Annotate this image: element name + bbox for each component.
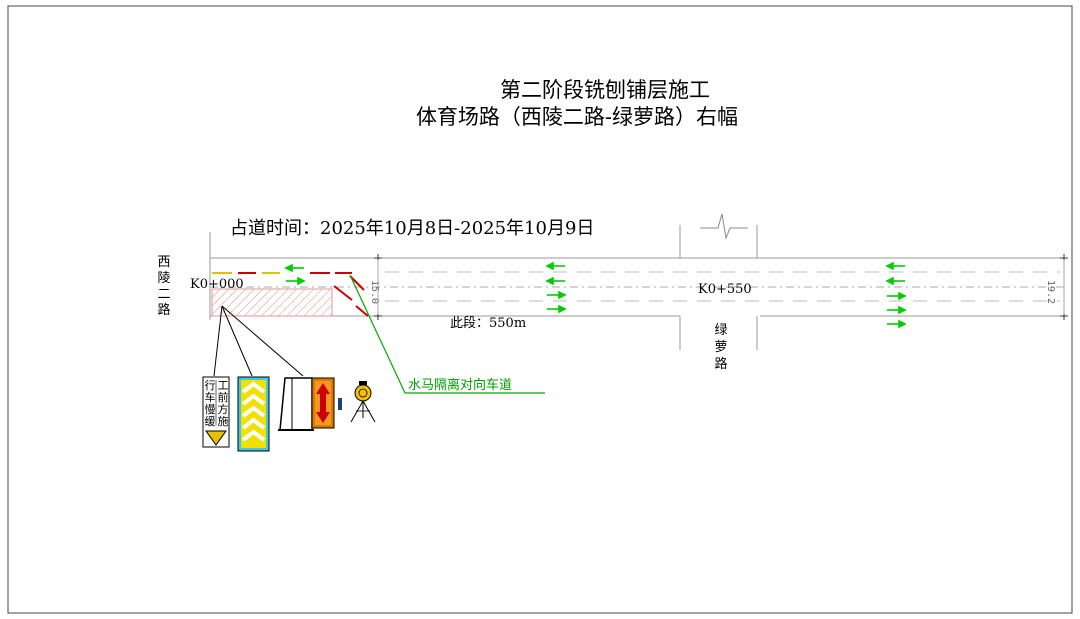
arrow-left-2 [545, 261, 565, 271]
arrow-left-4 [885, 261, 905, 271]
cross-marks [374, 254, 1068, 320]
arrow-right-6 [887, 319, 907, 329]
sign-char-r4: 施 [218, 415, 229, 428]
left-road-char-2: 陵 [157, 271, 170, 286]
arrow-board-trailer [278, 377, 335, 431]
left-road-char-3: 二 [157, 287, 170, 302]
sign-char-l1: 行 [205, 379, 216, 392]
left-road-char-4: 路 [157, 302, 170, 318]
break-symbol [700, 213, 748, 240]
sign-leaders [213, 305, 304, 377]
sign-char-l3: 慢 [205, 403, 216, 416]
arrow-right-4 [887, 291, 907, 301]
right-road-char-3: 路 [714, 356, 727, 372]
arrow-left-3 [545, 276, 565, 286]
sign-char-l4: 缓 [205, 415, 216, 428]
arrow-left-1 [284, 263, 304, 273]
right-road-char-2: 萝 [714, 340, 727, 355]
sign-char-r3: 方 [218, 402, 229, 416]
double-arrow-icon [316, 383, 330, 423]
left-road-char-1: 西 [157, 255, 170, 270]
segment-length-label: 此段：550m [450, 316, 526, 331]
right-road-char-1: 绿 [714, 323, 727, 338]
arrow-right-5 [887, 305, 907, 315]
arrow-right-3 [547, 304, 567, 314]
arrow-left-5 [885, 276, 905, 286]
construction-warning-sign: 行 车 慢 缓 工 前 方 施 [202, 376, 230, 448]
sign-char-r2: 前 [218, 390, 229, 404]
work-zone-hatch [211, 288, 333, 317]
km-start-label: K0+000 [190, 277, 244, 292]
title-line1: 第二阶段铣刨铺层施工 [500, 78, 710, 102]
sign-char-r1: 工 [218, 379, 229, 392]
barrier-note-leader [349, 274, 545, 394]
yield-triangle-icon [205, 430, 227, 446]
title-line2: 体育场路（西陵二路-绿萝路）右幅 [416, 105, 738, 129]
arrow-right-2 [547, 290, 567, 300]
water-barrier-line [212, 272, 369, 317]
sign-char-l2: 车 [205, 390, 216, 404]
lane-arrows [284, 261, 907, 329]
arrow-right-1 [286, 276, 306, 286]
km-end-label: K0+550 [698, 282, 752, 297]
drawing-frame [7, 5, 1073, 614]
dim-width-right: 19.2 [1045, 280, 1056, 304]
occupation-time: 占道时间：2025年10月8日-2025年10月9日 [230, 218, 594, 239]
dim-width-left: 15.0 [369, 280, 380, 304]
warning-light-tripod [338, 381, 376, 423]
barrier-note: 水马隔离对向车道 [408, 377, 512, 393]
chevron-board [237, 376, 270, 452]
